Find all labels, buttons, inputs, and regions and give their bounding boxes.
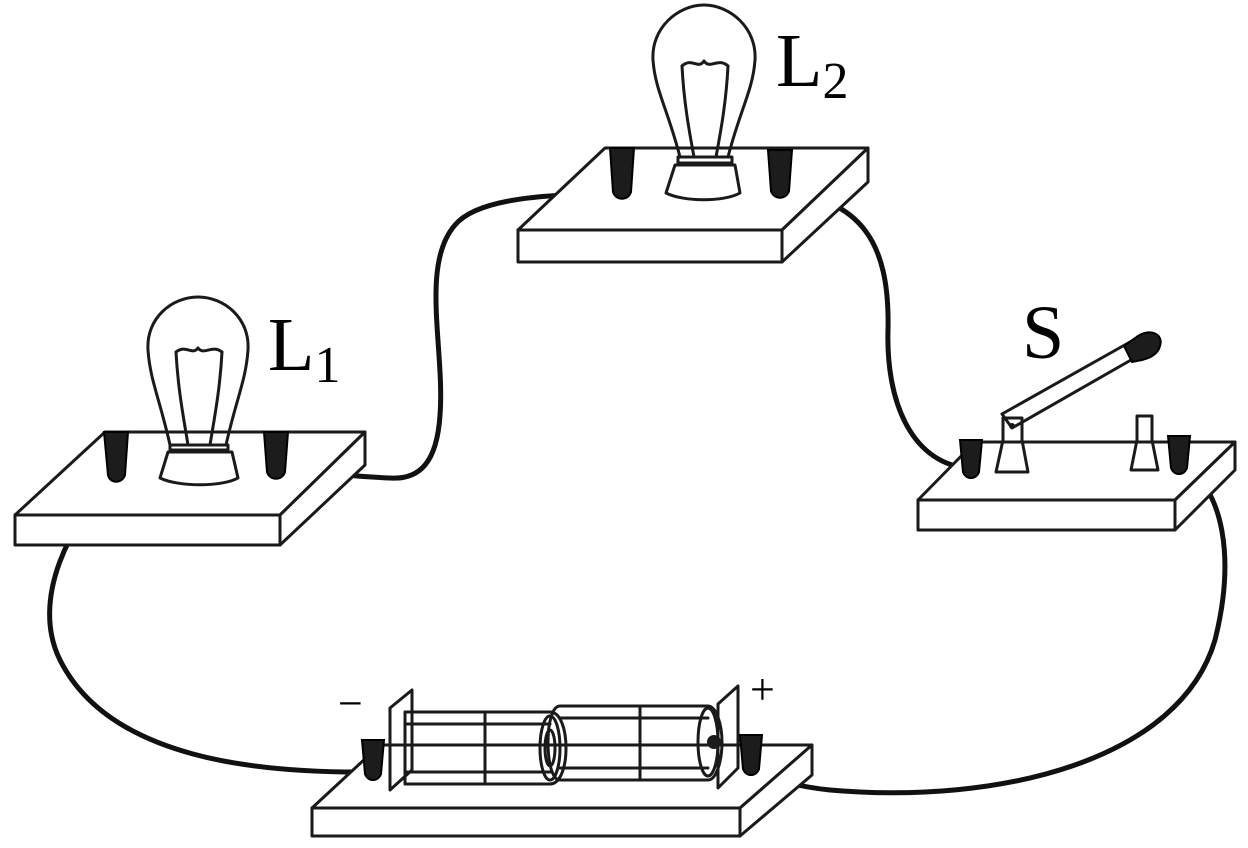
switch-right-terminal — [1166, 435, 1192, 475]
switch-left-terminal — [958, 439, 984, 479]
battery-positive-terminal — [738, 734, 764, 776]
battery-negative-terminal — [360, 739, 386, 781]
battery-negative-label: − — [338, 679, 363, 728]
switch-s: S — [916, 291, 1237, 532]
wire-switch-to-battery — [742, 459, 1228, 796]
switch-label: S — [1022, 291, 1064, 375]
lamp-l2-right-terminal — [766, 149, 794, 199]
battery-positive-label: + — [750, 665, 775, 714]
lamp-l2-label-sub: 2 — [822, 53, 848, 110]
battery-holder: − + — [310, 665, 814, 838]
wire-l2-to-l1 — [277, 190, 626, 481]
lamp-l1-label: L1 — [268, 303, 340, 394]
lamp-l2-left-terminal — [608, 147, 636, 200]
lamp-l2-label: L2 — [776, 19, 848, 110]
lamp-l1-left-terminal — [102, 431, 130, 483]
lamp-l1-label-main: L — [268, 303, 314, 387]
lamp-l1: L1 — [13, 295, 367, 547]
switch-lever-icon — [1000, 331, 1162, 430]
switch-contact-post — [1129, 414, 1160, 472]
lamp-l1-bulb-icon — [146, 295, 250, 487]
lamp-l1-right-terminal — [262, 431, 290, 480]
lamp-l1-label-sub: 1 — [314, 337, 340, 394]
battery-right-bracket — [716, 684, 740, 790]
battery-cell-2 — [546, 704, 724, 782]
lamp-l2-bulb-icon — [651, 3, 757, 202]
lamp-l2-label-main: L — [776, 19, 822, 103]
lamp-l2: L2 — [516, 3, 870, 264]
battery-left-bracket — [388, 688, 414, 792]
